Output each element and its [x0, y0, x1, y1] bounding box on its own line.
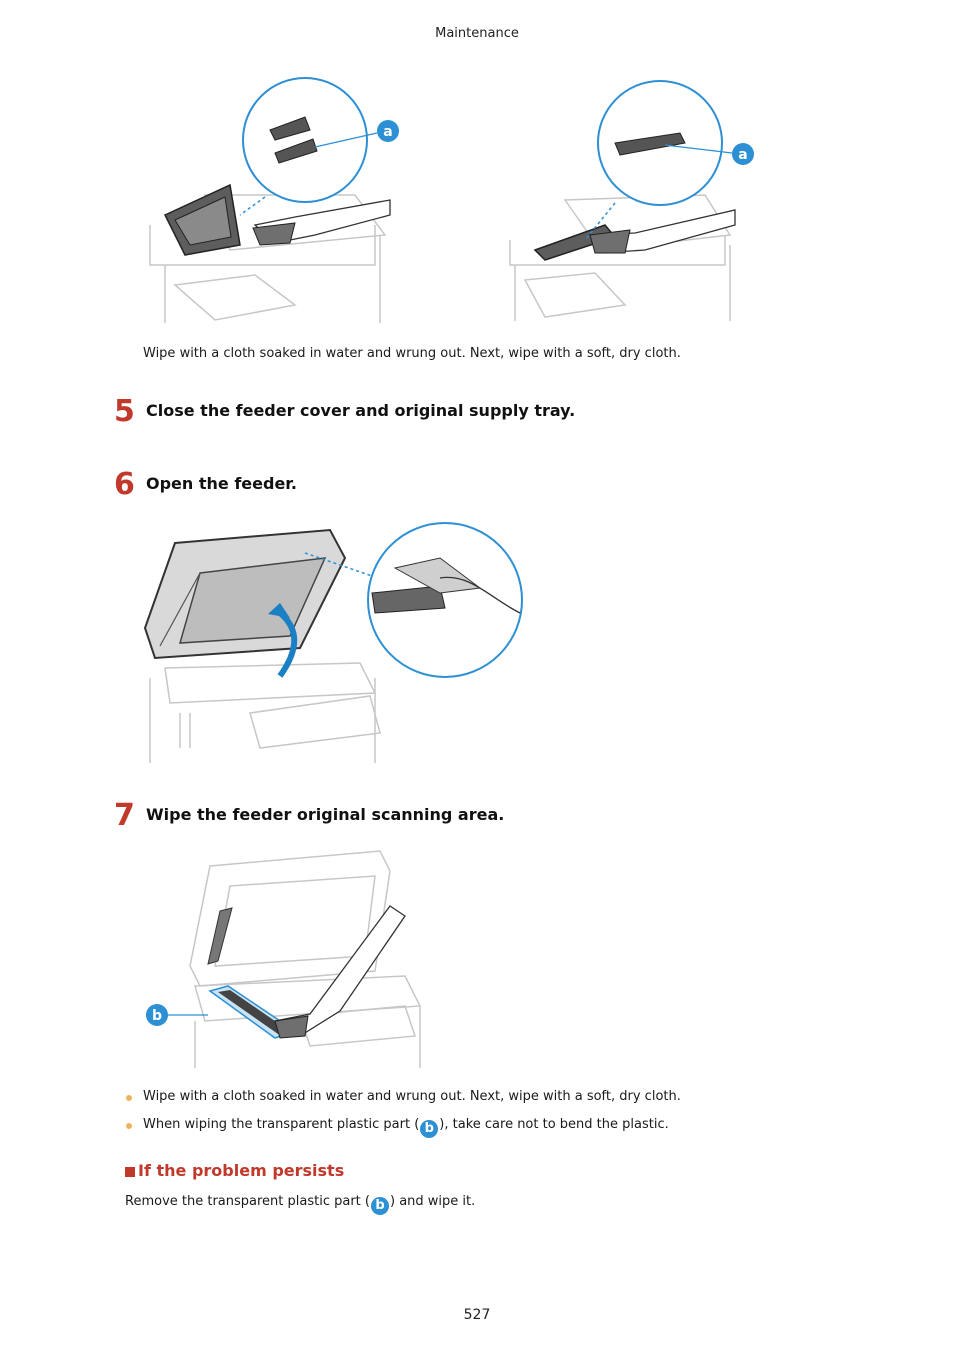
section-text-before: Remove the transparent plastic part ( — [125, 1194, 370, 1209]
figure-caption: Wipe with a cloth soaked in water and wr… — [143, 346, 681, 361]
bullet-icon — [126, 1123, 132, 1129]
figure-wipe-scanning-area: b — [146, 850, 422, 1068]
figure-feeder-rollers: a a — [149, 77, 754, 323]
step-6-number: 6 — [114, 467, 135, 502]
step-7-number: 7 — [114, 798, 135, 833]
callout-a-left: a — [383, 124, 392, 140]
bullet-item: When wiping the transparent plastic part… — [143, 1117, 669, 1138]
bullet-icon — [126, 1095, 132, 1101]
bullet-item: Wipe with a cloth soaked in water and wr… — [143, 1089, 681, 1104]
bullet-text-after: ), take care not to bend the plastic. — [439, 1117, 669, 1132]
callout-a-right: a — [738, 147, 747, 163]
step-5-title: Close the feeder cover and original supp… — [146, 401, 576, 420]
figure-open-feeder — [143, 522, 523, 763]
bullet-text-before: When wiping the transparent plastic part… — [143, 1117, 420, 1132]
callout-b: b — [152, 1008, 162, 1024]
section-text: Remove the transparent plastic part (b) … — [125, 1194, 475, 1215]
badge-b-icon: b — [420, 1120, 439, 1138]
step-5-number: 5 — [114, 394, 135, 429]
square-icon — [125, 1167, 135, 1177]
step-6-title: Open the feeder. — [146, 474, 297, 493]
page-number: 527 — [463, 1307, 491, 1323]
section-text-after: ) and wipe it. — [389, 1194, 476, 1209]
page-header: Maintenance — [435, 26, 519, 41]
section-heading: If the problem persists — [138, 1161, 345, 1180]
badge-b-icon: b — [370, 1197, 389, 1215]
step-7-title: Wipe the feeder original scanning area. — [146, 805, 505, 824]
